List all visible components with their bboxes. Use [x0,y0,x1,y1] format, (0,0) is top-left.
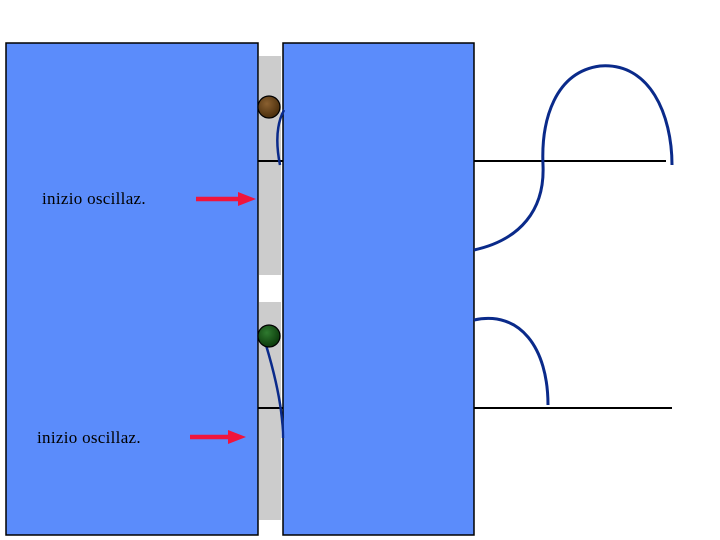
gap-strip-top [259,56,281,275]
start-oscillation-label-top: inizio oscillaz. [42,189,146,209]
right-panel [283,43,474,535]
wave-top [474,66,672,250]
left-panel [6,43,258,535]
start-oscillation-label-bottom: inizio oscillaz. [37,428,141,448]
green-ball-icon [258,325,280,347]
wave-bottom [474,318,548,405]
brown-ball-icon [258,96,280,118]
